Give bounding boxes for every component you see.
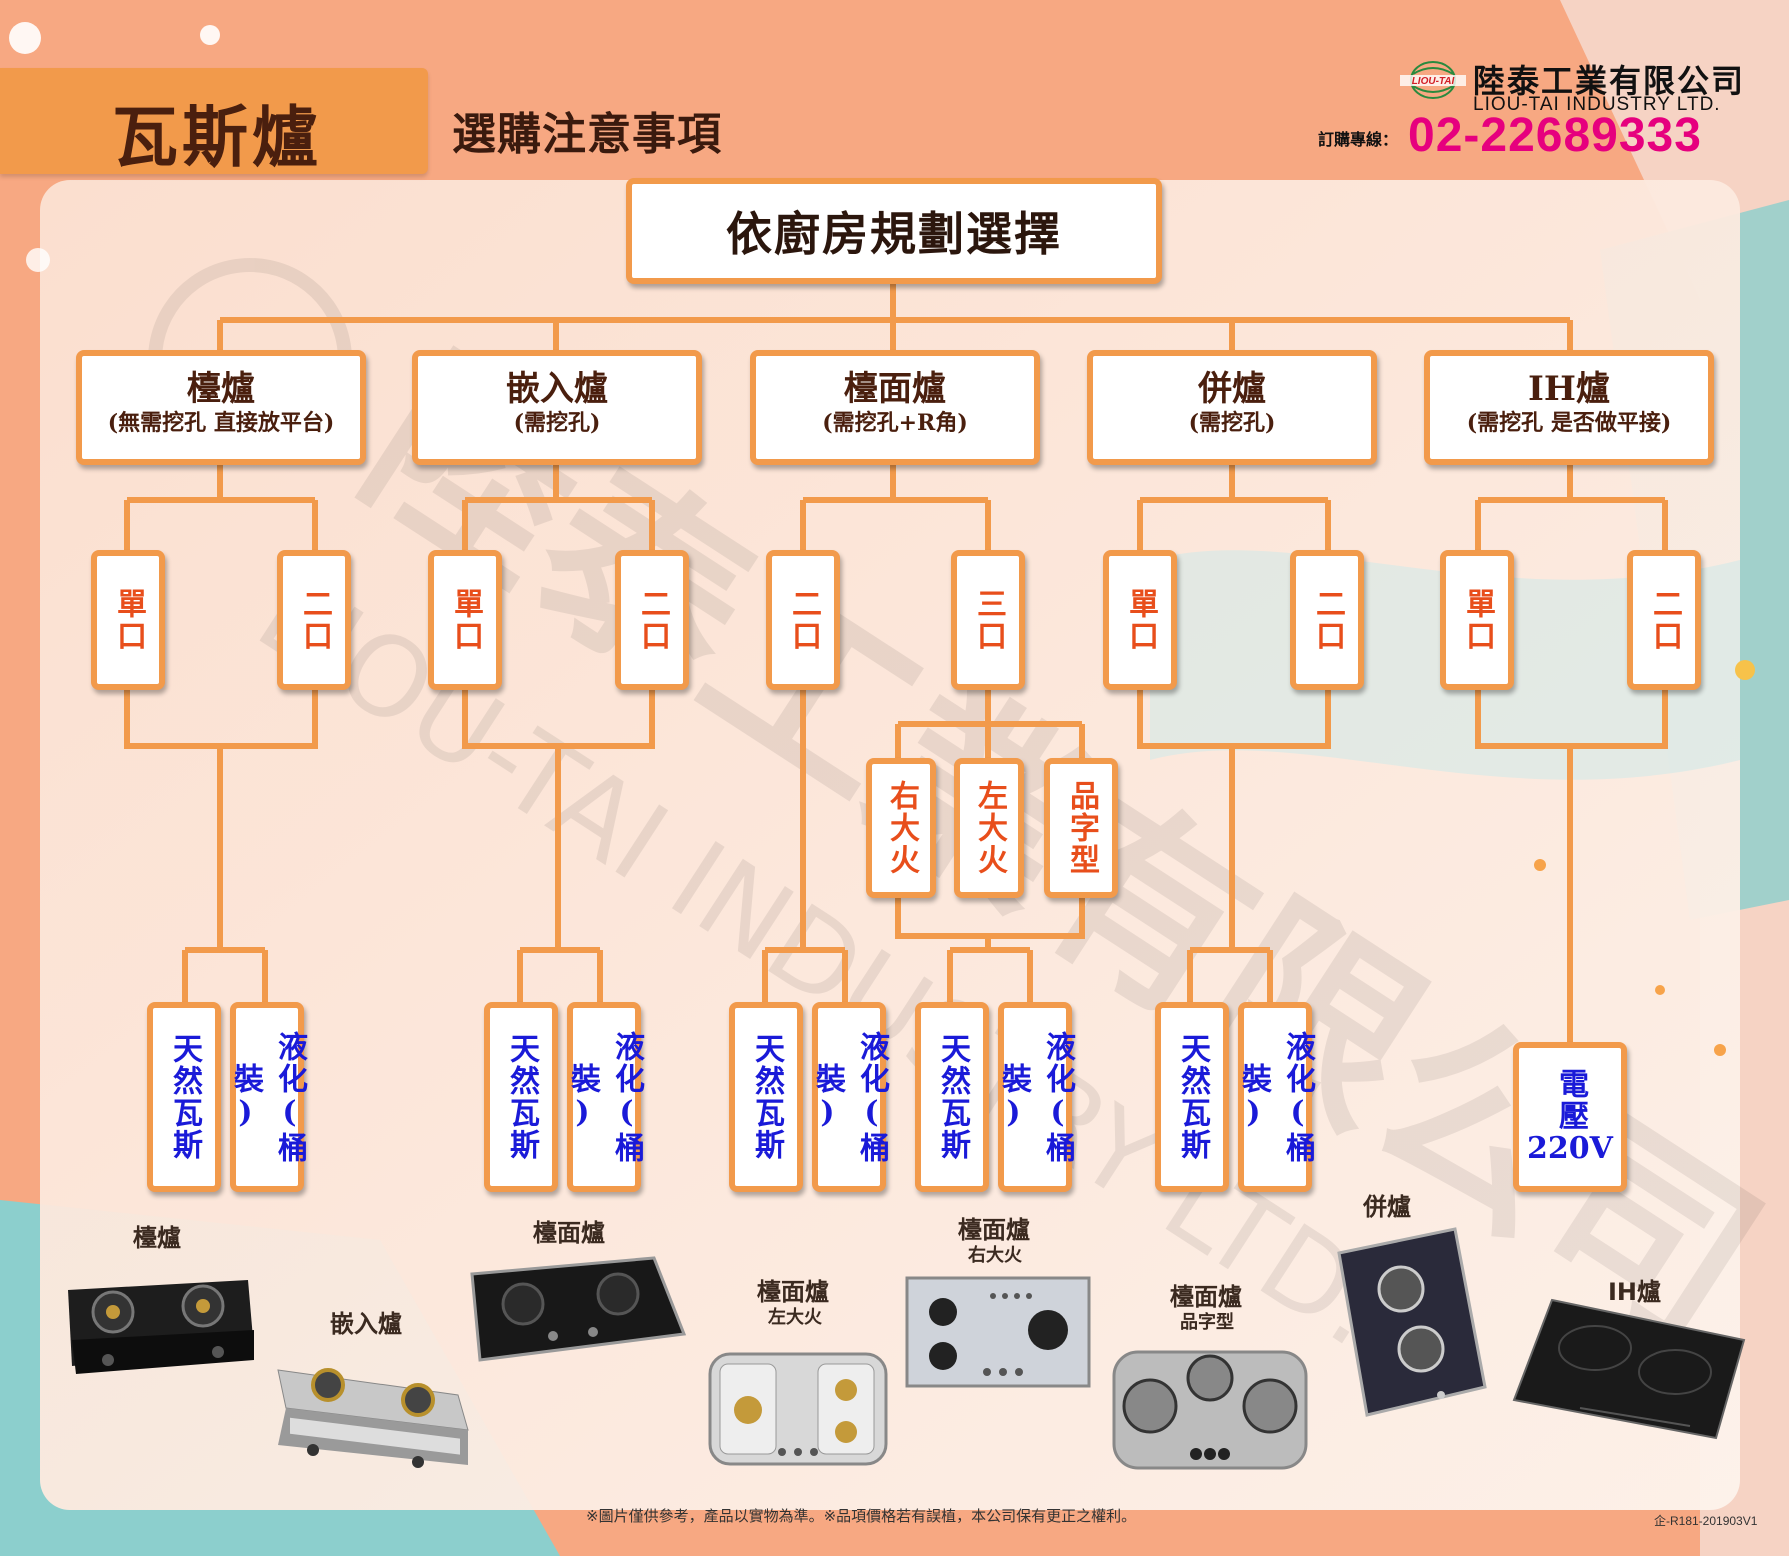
burner-node-double: 二口 (766, 550, 840, 690)
product-label: 併爐 (1363, 1193, 1411, 1221)
category-note: (需挖孔 是否做平接) (1466, 410, 1672, 436)
category-name: 檯爐 (187, 369, 255, 409)
category-note: (無需挖孔 直接放平台) (107, 410, 335, 436)
hotline-number: 02-22689333 (1408, 109, 1702, 162)
countertop-right-fire-image (905, 1276, 1091, 1388)
root-node: 依廚房規劃選擇 (626, 178, 1162, 284)
product-label: 檯面爐 (958, 1216, 1030, 1244)
category-name: IH爐 (1527, 369, 1611, 409)
burner-node-double: 二口 (277, 550, 351, 690)
product-label: 檯面爐 (533, 1219, 605, 1247)
gas-node-lpg: 液化(桶裝) (996, 1002, 1075, 1192)
company-logo-icon: LIOU-TAI (1400, 61, 1466, 99)
countertop-stove-image (470, 1256, 687, 1362)
category-note: (需挖孔) (513, 410, 601, 436)
category-node-counter-stove: 檯爐 (無需挖孔 直接放平台) (76, 350, 366, 465)
company-name-en: LIOU-TAI INDUSTRY LTD. (1473, 94, 1721, 115)
burner-node-double: 二口 (1627, 550, 1701, 690)
product-label: 檯面爐 (757, 1278, 829, 1306)
logo-text: LIOU-TAI (1412, 76, 1455, 87)
gas-node-lpg: 液化(桶裝) (565, 1002, 644, 1192)
fire-node-left: 左大火 (954, 758, 1024, 898)
gas-node-lpg: 液化(桶裝) (228, 1002, 307, 1192)
product-sublabel: 品字型 (1180, 1312, 1234, 1333)
gas-node-natural: 天然瓦斯 (147, 1002, 221, 1192)
burner-node-single: 單口 (428, 550, 502, 690)
combo-stove-image (1337, 1227, 1487, 1417)
product-label: 嵌入爐 (330, 1310, 402, 1338)
gas-node-natural: 天然瓦斯 (1155, 1002, 1229, 1192)
gas-node-natural: 天然瓦斯 (915, 1002, 989, 1192)
category-name: 併爐 (1198, 369, 1266, 409)
hotline-label: 訂購專線： (1318, 130, 1399, 149)
voltage-label: 電壓 (1553, 1068, 1588, 1132)
burner-node-double: 二口 (615, 550, 689, 690)
counter-stove-image (68, 1280, 254, 1374)
product-sublabel: 左大火 (768, 1307, 822, 1328)
built-in-stove-image (277, 1368, 469, 1468)
category-name: 檯面爐 (844, 369, 946, 409)
title-banner (0, 68, 428, 174)
document-code: 企-R181-201903V1 (1654, 1514, 1758, 1528)
burner-node-double: 二口 (1290, 550, 1364, 690)
product-sublabel: 右大火 (968, 1245, 1022, 1266)
burner-node-single: 單口 (1103, 550, 1177, 690)
voltage-node: 電壓 220V (1513, 1042, 1627, 1192)
footer-disclaimer: ※圖片僅供參考，產品以實物為準。※品項價格若有誤植，本公司保有更正之權利。 (586, 1507, 1137, 1525)
product-label: IH爐 (1608, 1278, 1662, 1306)
ih-stove-image (1512, 1298, 1746, 1440)
fire-node-triangle: 品字型 (1044, 758, 1118, 898)
page-title: 瓦斯爐 (112, 98, 322, 176)
gas-node-lpg: 液化(桶裝) (810, 1002, 889, 1192)
category-node-built-in: 嵌入爐 (需挖孔) (412, 350, 702, 465)
category-node-countertop: 檯面爐 (需挖孔+R角) (750, 350, 1040, 465)
burner-node-triple: 三口 (951, 550, 1025, 690)
category-note: (需挖孔) (1188, 410, 1276, 436)
page-subtitle: 選購注意事項 (452, 109, 722, 160)
burner-node-single: 單口 (91, 550, 165, 690)
countertop-left-fire-image (708, 1352, 888, 1466)
gas-node-natural: 天然瓦斯 (484, 1002, 558, 1192)
company-name: 陸泰工業有限公司 (1473, 62, 1746, 100)
countertop-triangle-image (1112, 1350, 1308, 1470)
category-node-combo: 併爐 (需挖孔) (1087, 350, 1377, 465)
gas-node-lpg: 液化(桶裝) (1236, 1002, 1315, 1192)
category-name: 嵌入爐 (506, 369, 608, 409)
fire-node-right: 右大火 (866, 758, 936, 898)
category-note: (需挖孔+R角) (822, 410, 968, 436)
product-label: 檯爐 (133, 1224, 181, 1252)
product-label: 檯面爐 (1170, 1283, 1242, 1311)
voltage-value: 220V (1527, 1131, 1613, 1166)
burner-node-single: 單口 (1440, 550, 1514, 690)
gas-node-natural: 天然瓦斯 (729, 1002, 803, 1192)
category-node-ih: IH爐 (需挖孔 是否做平接) (1424, 350, 1714, 465)
